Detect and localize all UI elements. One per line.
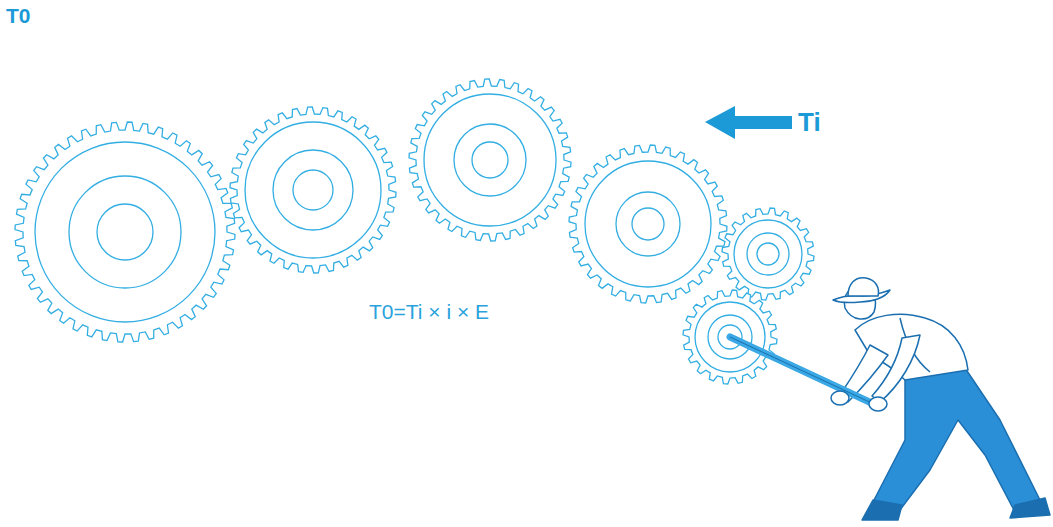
gear-ring <box>472 142 508 178</box>
title-label: T0 <box>6 5 31 26</box>
gear-ring <box>747 233 789 275</box>
gear-ring <box>97 204 153 260</box>
gear-ring <box>293 170 333 210</box>
gear-ring <box>424 94 556 226</box>
gear-ring <box>585 161 711 287</box>
torque-input-label: Ti <box>798 109 821 135</box>
gear-ring <box>616 192 680 256</box>
gear-ring <box>245 122 381 258</box>
gear-teeth <box>409 79 571 241</box>
gear-ring <box>757 243 779 265</box>
gear-teeth <box>230 107 396 273</box>
gear-ring <box>632 208 664 240</box>
worker-figure <box>730 278 1050 520</box>
gear-ring <box>69 176 181 288</box>
gear <box>230 107 396 273</box>
gear-teeth <box>569 145 727 303</box>
input-arrow <box>705 106 792 139</box>
gear-teeth <box>15 122 235 342</box>
gear <box>722 208 814 300</box>
formula-label: T0=Ti × i × E <box>369 301 489 322</box>
gear <box>409 79 571 241</box>
gear <box>569 145 727 303</box>
gear-ring <box>734 220 802 288</box>
gear-ring <box>273 150 353 230</box>
gear-teeth <box>722 208 814 300</box>
gears <box>15 79 814 384</box>
gear-ring <box>35 142 215 322</box>
gear <box>15 122 235 342</box>
gear-ring <box>454 124 526 196</box>
